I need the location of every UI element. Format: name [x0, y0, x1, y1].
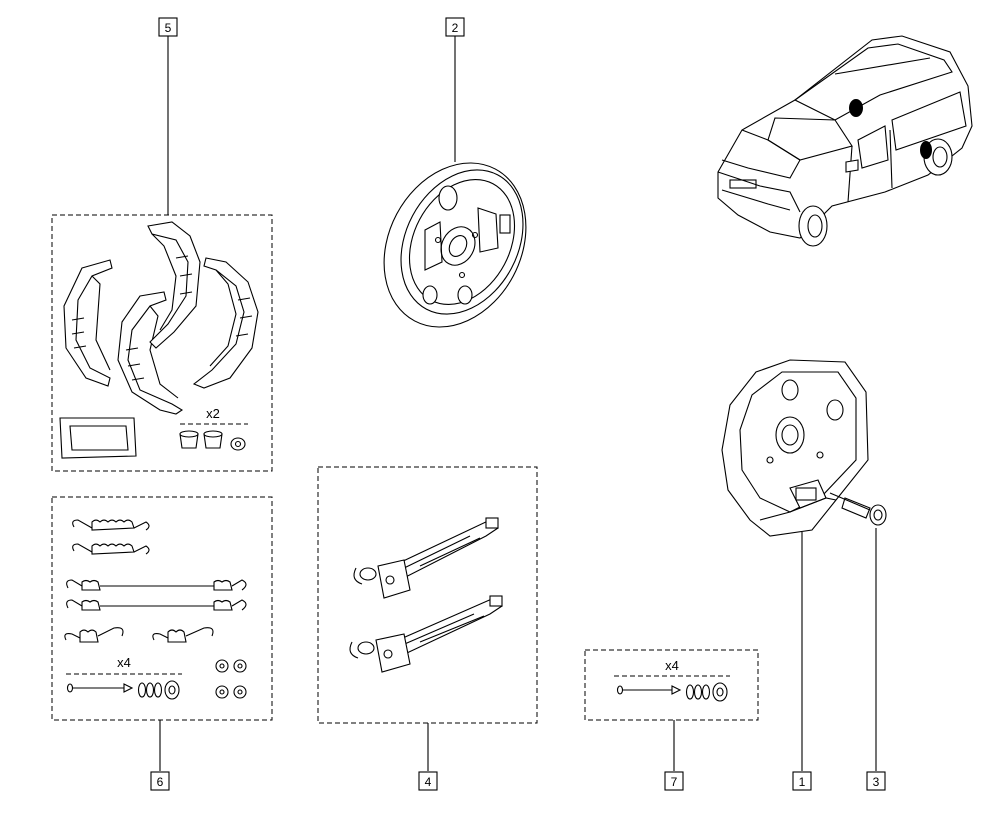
brake-shoe-kit-frame: [51, 214, 273, 472]
callout-2[interactable]: 2: [445, 17, 465, 162]
brake-drum: [383, 162, 527, 328]
callout-7[interactable]: 7: [664, 720, 684, 791]
adjuster-kit-frame: [317, 466, 538, 724]
callout-5[interactable]: 5: [158, 17, 178, 215]
mounting-bolt: [829, 492, 887, 526]
callout-7-label: 7: [671, 775, 678, 789]
vehicle-illustration: [717, 35, 973, 247]
callout-1[interactable]: 1: [792, 532, 812, 791]
marker-dot-icon: [920, 141, 932, 159]
marker-dot-icon: [849, 99, 863, 117]
shoe-kit-caps-qty: x2: [206, 406, 220, 421]
spring-kit-pins-qty: x4: [117, 655, 131, 670]
adjuster-kit: [349, 517, 503, 673]
callout-5-label: 5: [165, 21, 172, 35]
callout-3-label: 3: [873, 775, 880, 789]
pin-kit: x4: [614, 658, 730, 702]
callout-6[interactable]: 6: [150, 720, 170, 791]
backing-plate: [721, 359, 869, 537]
spring-kit: x4: [64, 519, 247, 700]
callout-1-label: 1: [799, 775, 806, 789]
brake-shoes: [63, 221, 259, 415]
shoe-kit-caps: x2: [179, 406, 248, 451]
spring-kit-frame: [51, 496, 273, 721]
pin-kit-frame: [584, 649, 759, 721]
callout-2-label: 2: [452, 21, 459, 35]
callout-3[interactable]: 3: [866, 528, 886, 791]
grease-sachet: [59, 417, 137, 459]
callout-4-label: 4: [425, 775, 432, 789]
callout-6-label: 6: [157, 775, 164, 789]
callout-4[interactable]: 4: [418, 723, 438, 791]
pin-kit-qty: x4: [665, 658, 679, 673]
